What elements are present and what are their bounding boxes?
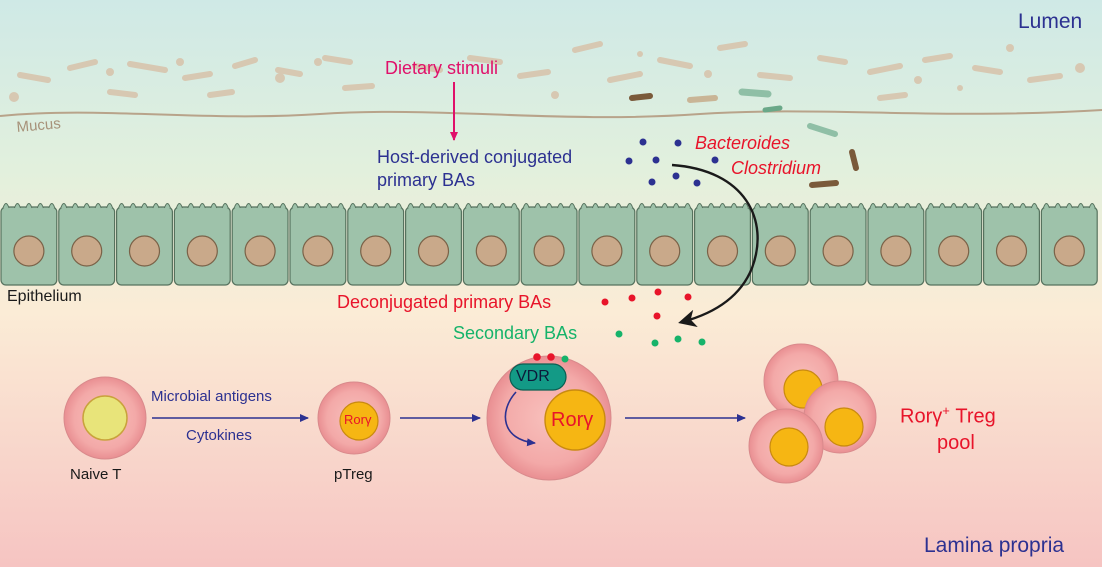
- epithelial-cell: [58, 203, 116, 286]
- epithelial-nucleus: [591, 235, 623, 267]
- lumen-label: Lumen: [1018, 10, 1083, 33]
- epithelial-nucleus: [649, 235, 681, 267]
- epithelial-nucleus: [302, 235, 334, 267]
- lamina-propria-label: Lamina propria: [924, 534, 1065, 557]
- epithelial-cell: [693, 203, 751, 286]
- host-derived-ba-dots: [625, 138, 719, 187]
- deconjugated-ba-dots: [601, 288, 692, 320]
- vdr-receptor: [509, 363, 567, 391]
- epithelial-nucleus: [938, 235, 970, 267]
- vdr-ligand-dots: [533, 353, 569, 363]
- epithelial-cell: [809, 203, 867, 286]
- epithelial-nucleus: [186, 235, 218, 267]
- treg-pool-label: Rorγ+ Treg: [900, 404, 996, 427]
- epithelial-cell: [867, 203, 925, 286]
- naive-t-cell: [63, 376, 147, 460]
- epithelial-nucleus: [764, 235, 796, 267]
- mucus-fragments: [17, 41, 1063, 101]
- secondary-bas-label: Secondary BAs: [453, 323, 578, 343]
- epithelial-nucleus: [417, 235, 450, 267]
- epithelial-nucleus: [128, 235, 161, 267]
- vdr-label: VDR: [516, 368, 550, 385]
- epithelial-cell: [925, 203, 983, 286]
- epithelial-cell: [0, 203, 58, 286]
- epithelial-cell: [520, 203, 578, 286]
- epithelial-cell: [1040, 203, 1098, 286]
- epithelial-nucleus: [13, 235, 45, 267]
- treg-pool-cluster: [748, 343, 877, 484]
- epithelial-cell: [173, 203, 231, 286]
- naive-t-label: Naive T: [70, 466, 122, 483]
- rory-small-label: Rorγ: [344, 412, 372, 427]
- epithelial-cell: [347, 203, 405, 286]
- epithelial-cell: [578, 203, 636, 286]
- mucus-layer-line: [0, 109, 1102, 119]
- epithelial-cell: [751, 203, 809, 286]
- epithelial-nucleus: [822, 235, 854, 267]
- bacterial-conversion-arrow: [671, 163, 759, 328]
- epithelial-nucleus: [995, 235, 1028, 267]
- epithelial-nucleus: [360, 235, 392, 267]
- epithelial-cell: [115, 203, 173, 286]
- ptreg-cell: [317, 381, 391, 455]
- host-bas-label-line1: Host-derived conjugated: [377, 147, 573, 167]
- epithelial-nucleus: [71, 235, 103, 267]
- mucus-label: Mucus: [15, 115, 62, 136]
- treg-pool-label-line2: pool: [937, 432, 975, 454]
- host-bas-label-line2: primary BAs: [377, 170, 476, 190]
- mucus-dots: [9, 44, 1085, 102]
- treg-pool-prefix: Rorγ: [900, 405, 943, 428]
- epithelial-cell: [289, 203, 347, 286]
- epithelial-cell: [636, 203, 694, 286]
- vdr-signaling-arrow: [504, 391, 536, 447]
- epithelium-label: Epithelium: [7, 288, 82, 305]
- deconjugated-bas-label: Deconjugated primary BAs: [337, 292, 552, 312]
- rory-large-label: Rorγ: [551, 409, 594, 431]
- bacteria: [629, 88, 859, 188]
- epithelial-nucleus: [244, 235, 276, 267]
- cytokines-label: Cytokines: [186, 427, 252, 444]
- epithelial-nucleus: [706, 235, 739, 267]
- microbial-antigens-label: Microbial antigens: [151, 388, 272, 405]
- epithelial-cell: [462, 203, 520, 286]
- dietary-stimuli-label: Dietary stimuli: [385, 58, 499, 78]
- epithelial-nucleus: [880, 235, 912, 267]
- treg-pool-sup: +: [942, 403, 950, 418]
- epithelium-layer: [0, 203, 1098, 286]
- clostridium-label: Clostridium: [731, 158, 822, 178]
- secondary-ba-dots: [615, 330, 706, 347]
- bacteroides-label: Bacteroides: [695, 133, 791, 153]
- epithelial-cell: [231, 203, 289, 286]
- epithelial-nucleus: [475, 235, 507, 267]
- epithelial-cell: [405, 203, 463, 286]
- epithelial-nucleus: [1053, 235, 1085, 267]
- ptreg-label: pTreg: [334, 466, 373, 483]
- treg-pool-suffix: Treg: [949, 405, 996, 428]
- epithelial-cell: [982, 203, 1040, 286]
- epithelial-nucleus: [533, 235, 565, 267]
